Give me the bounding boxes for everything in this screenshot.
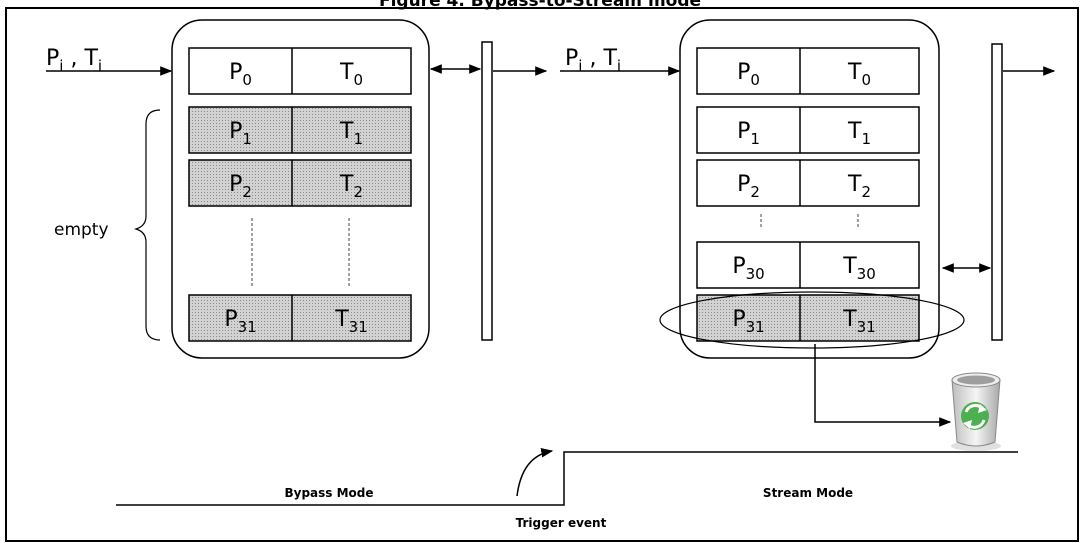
empty-label: empty <box>54 220 109 240</box>
left-fifo-cell <box>188 106 412 154</box>
empty-brace <box>133 109 161 341</box>
right-cell-p-label: P0 <box>737 60 760 89</box>
right-fifo-row: P30 T30 <box>696 241 920 289</box>
right-cell-p-label: P31 <box>732 307 764 336</box>
right-fifo-row: P31 T31 <box>696 294 920 342</box>
left-cell-t-label: T2 <box>339 172 363 201</box>
right-fifo-row: P2 T2 <box>696 159 920 207</box>
diagram-border <box>5 7 1079 542</box>
left-fifo-row: P0 T0 <box>188 47 412 95</box>
right-fifo-row: P0 T0 <box>696 47 920 95</box>
figure-title: Figure 4. Bypass-to-Stream mode <box>379 0 701 11</box>
right-cell-t-label: T1 <box>847 119 871 148</box>
left-fifo-cell <box>188 159 412 207</box>
right-cell-p-label: P2 <box>737 172 760 201</box>
trigger-curve-arrow <box>516 448 554 497</box>
right-cell-t-label: T0 <box>847 60 871 89</box>
right-cell-t-label: T2 <box>847 172 871 201</box>
right-fifo-cell <box>696 106 920 154</box>
right-output-bar <box>991 43 1003 341</box>
left-cell-p-label: P31 <box>224 307 256 336</box>
left-cell-p-label: P2 <box>229 172 252 201</box>
stream-mode-label: Stream Mode <box>763 486 853 500</box>
trigger-event-label: Trigger event <box>516 516 607 530</box>
left-cell-p-label: P0 <box>229 60 252 89</box>
left-fifo-cell <box>188 47 412 95</box>
left-fifo-row: P1 T1 <box>188 106 412 154</box>
mode-timeline <box>116 451 1018 506</box>
left-fifo-cell <box>188 294 412 342</box>
left-input-label: Pi , Ti <box>46 46 102 75</box>
discard-highlight-ellipse <box>659 291 965 349</box>
recycle-bin-icon <box>951 372 1001 451</box>
left-output-bar <box>481 41 493 341</box>
right-fifo-row: P1 T1 <box>696 106 920 154</box>
right-cell-t-label: T31 <box>842 307 876 336</box>
discard-arrow <box>814 344 952 427</box>
right-fifo-cell <box>696 47 920 95</box>
right-cell-t-label: T30 <box>842 254 876 283</box>
bypass-mode-label: Bypass Mode <box>284 486 373 500</box>
right-input-label: Pi , Ti <box>565 46 621 75</box>
left-fifo-row: P2 T2 <box>188 159 412 207</box>
left-cell-t-label: T0 <box>339 60 363 89</box>
right-fifo-cell <box>696 159 920 207</box>
svg-text:Pi , Ti: Pi , Ti <box>565 46 621 75</box>
left-fifo-row: P31 T31 <box>188 294 412 342</box>
right-cell-p-label: P30 <box>732 254 764 283</box>
left-cell-p-label: P1 <box>229 119 252 148</box>
right-fifo-cell <box>696 294 920 342</box>
left-cell-t-label: T1 <box>339 119 363 148</box>
svg-text:Pi , Ti: Pi , Ti <box>46 46 102 75</box>
right-fifo-cell <box>696 241 920 289</box>
right-cell-p-label: P1 <box>737 119 760 148</box>
left-cell-t-label: T31 <box>334 307 368 336</box>
